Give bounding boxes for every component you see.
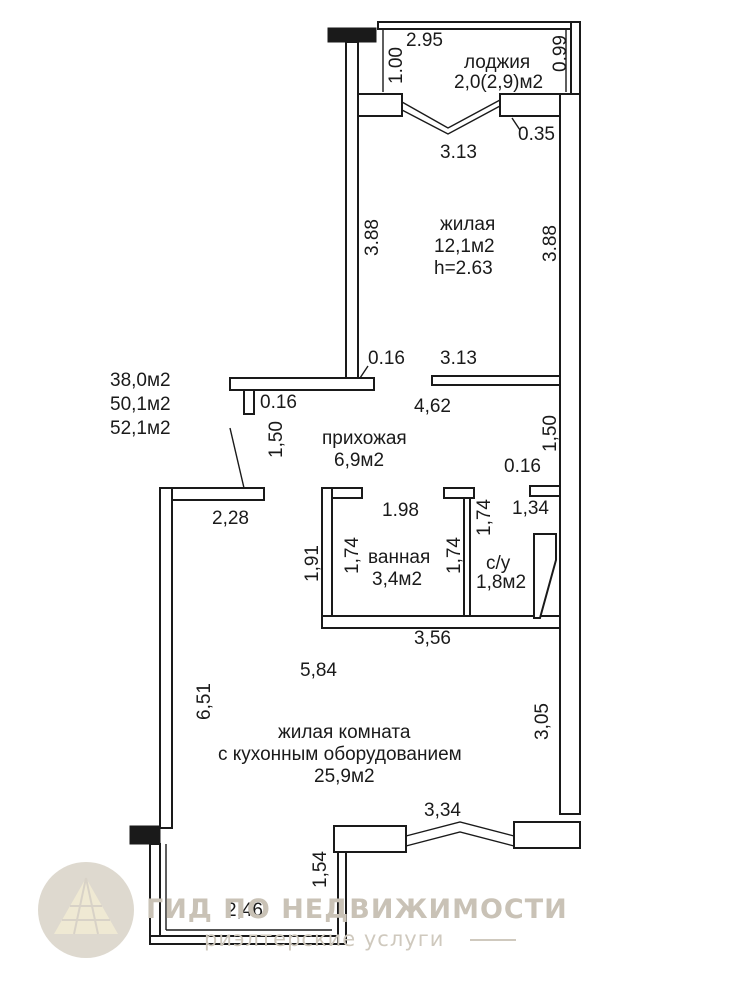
- bedroom: [229, 41, 581, 815]
- living-bottom-right-wall: [513, 821, 581, 849]
- watermark-title: ГИД ПО НЕДВИЖИМОСТИ: [146, 894, 568, 925]
- dim-hall-niche: 1,50: [266, 421, 287, 458]
- loggia-right-rail: [570, 21, 581, 95]
- dim-hall-right: 1,50: [540, 415, 561, 452]
- dim-loggia-width: 2.95: [406, 30, 443, 51]
- bedroom-bottom-right-wall: [431, 375, 561, 386]
- living-name-line1: жилая комната: [278, 722, 411, 743]
- bedroom-bottom-left-wall: [229, 377, 375, 391]
- dim-bedroom-wall: 0.16: [368, 348, 405, 369]
- dim-wc-depth: 1,74: [474, 499, 495, 536]
- dim-living-top-left: 2,28: [212, 508, 249, 529]
- balcony-left-stub: [129, 825, 161, 845]
- apartment-right-wall: [559, 93, 581, 815]
- dim-bath-bottom: 3,56: [414, 628, 451, 649]
- watermark-subtitle: риэлтерские услуги: [204, 927, 444, 951]
- dim-wc-width: 1,34: [512, 498, 549, 519]
- hallway-entrance-line: [229, 427, 245, 489]
- dim-wc-wall: 0.16: [504, 456, 541, 477]
- bathroom-name: ванная: [368, 547, 430, 568]
- living-area: 25,9м2: [314, 766, 375, 787]
- bedroom-left-wall: [345, 41, 359, 381]
- bath-bottom-wall: [321, 615, 561, 629]
- hallway-name: прихожая: [322, 428, 407, 449]
- balcony-right-rail: [337, 851, 347, 945]
- dim-living-left: 6,51: [194, 683, 215, 720]
- total-area: 50,1м2: [110, 394, 171, 415]
- dim-bedroom-window: 3.13: [440, 142, 477, 163]
- living-left-wall: [159, 487, 173, 829]
- bedroom-height: h=2.63: [434, 258, 493, 279]
- bath-top-wall-2: [443, 487, 475, 499]
- dim-hall-length: 4,62: [414, 396, 451, 417]
- living-name-line2: с кухонным оборудованием: [218, 744, 462, 765]
- bedroom-area: 12,1м2: [434, 236, 495, 257]
- dim-bath-depth-right: 1,74: [444, 537, 465, 574]
- dim-living-width: 5,84: [300, 660, 337, 681]
- dim-bath-width: 1.98: [382, 500, 419, 521]
- loggia-name: лоджия: [464, 52, 530, 73]
- loggia-door: [401, 99, 501, 129]
- dim-balcony-depth: 1,54: [310, 851, 331, 888]
- loggia-area: 2,0(2,9)м2: [454, 72, 543, 93]
- total-area-with-loggia: 52,1м2: [110, 418, 171, 439]
- dim-bedroom-bottom: 3.13: [440, 348, 477, 369]
- hallway: [159, 389, 561, 501]
- hallway-area: 6,9м2: [334, 450, 384, 471]
- bath-block: [321, 487, 561, 629]
- loggia-left-stub: [327, 27, 377, 43]
- dim-hall-niche-wall: 0.16: [260, 392, 297, 413]
- watermark: ГИД ПО НЕДВИЖИМОСТИ риэлтерские услуги: [38, 862, 568, 958]
- dim-bedroom-left: 3.88: [362, 219, 383, 256]
- dim-bath-depth-left: 1,74: [342, 537, 363, 574]
- bedroom-name: жилая: [440, 214, 495, 235]
- hallway-niche-post: [243, 389, 255, 415]
- loggia-top-rail: [377, 21, 579, 30]
- living-top-left-wall: [159, 487, 265, 501]
- wc-shaft: [533, 533, 557, 619]
- wc-area: 1,8м2: [476, 572, 526, 593]
- dim-living-window: 3,34: [424, 800, 461, 821]
- wc-name: с/у: [486, 553, 511, 574]
- dim-bath-outer: 1,91: [302, 545, 323, 582]
- total-living-area: 38,0м2: [110, 370, 171, 391]
- dim-living-right: 3,05: [532, 703, 553, 740]
- living-balcony-door: [405, 821, 515, 837]
- dim-loggia-left-depth: 1.00: [386, 47, 407, 84]
- living-room: [159, 487, 581, 853]
- living-bottom-left-wall: [333, 825, 407, 853]
- bathroom-area: 3,4м2: [372, 569, 422, 590]
- dim-loggia-right-depth: 0.99: [550, 35, 571, 72]
- dim-bedroom-pier: 0.35: [518, 124, 555, 145]
- wc-top-wall: [529, 485, 561, 497]
- bedroom-top-left-wall: [357, 93, 403, 117]
- bath-left-wall: [321, 487, 333, 629]
- dim-bedroom-right: 3.88: [540, 225, 561, 262]
- balcony: [129, 825, 347, 945]
- bath-wc-partition: [463, 497, 471, 617]
- dim-balcony-width: 2,46: [226, 900, 263, 921]
